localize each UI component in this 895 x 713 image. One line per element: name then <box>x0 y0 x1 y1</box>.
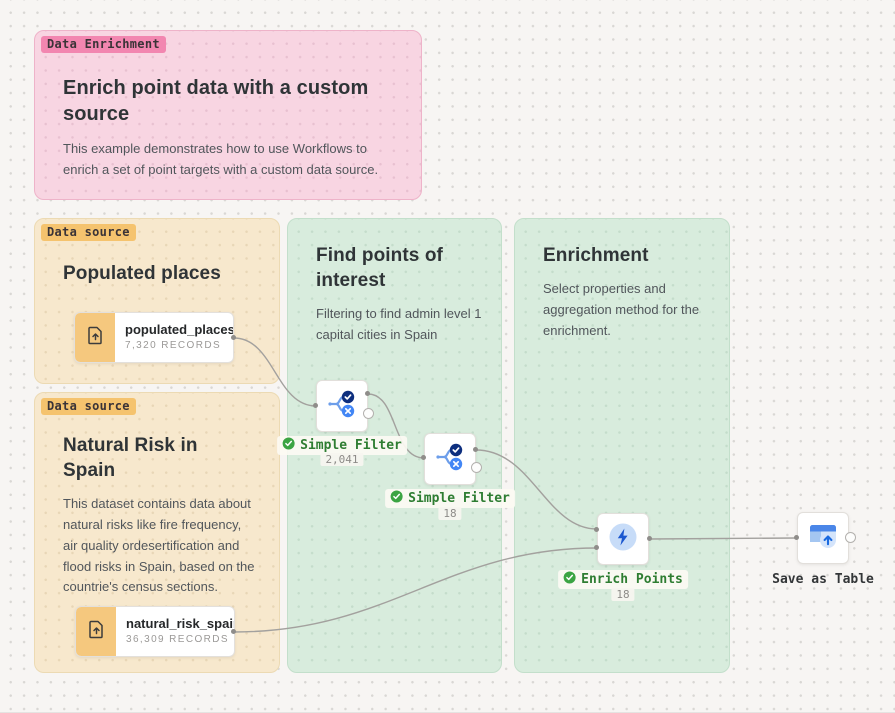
node-save-as-table[interactable] <box>797 512 849 564</box>
edge-enrich-points-to-save-table[interactable] <box>649 537 798 540</box>
node-label-text: Save as Table <box>772 572 874 587</box>
edge-natural-risk-to-enrich-points[interactable] <box>233 547 598 633</box>
node-simple-filter-1[interactable] <box>316 380 368 432</box>
check-circle-icon <box>563 571 576 588</box>
port-output-simple-filter-2-pass[interactable] <box>473 447 478 452</box>
note-title: Natural Risk in Spain <box>63 435 198 482</box>
edge-populated-places-to-filter1[interactable] <box>233 337 317 407</box>
port-input-enrich-points-top[interactable] <box>594 527 599 532</box>
node-source-populated-places[interactable]: populated_places 7,320 RECORDS <box>74 312 234 363</box>
edge-filter1-to-filter2[interactable] <box>367 393 425 459</box>
node-count-simple-filter-1: 2,041 <box>320 453 364 466</box>
port-output-simple-filter-1-pass[interactable] <box>365 391 370 396</box>
source-icon-strip <box>75 313 115 362</box>
note-title: Enrichment <box>543 245 649 266</box>
note-badge: Data source <box>41 224 136 241</box>
port-input-enrich-points-bottom[interactable] <box>594 545 599 550</box>
port-output-simple-filter-2-fail[interactable] <box>471 462 482 473</box>
filter-branch-icon <box>325 387 359 426</box>
port-output-enrich-points[interactable] <box>647 536 652 541</box>
table-upload-icon <box>807 521 839 556</box>
note-description: This example demonstrates how to use Wor… <box>63 140 379 177</box>
note-enrichment[interactable]: Enrichment Select properties and aggrega… <box>514 218 730 673</box>
check-circle-icon <box>282 437 295 454</box>
file-upload-icon <box>87 326 104 350</box>
node-label-simple-filter-2[interactable]: Simple Filter <box>385 489 515 508</box>
node-enrich-points[interactable] <box>597 513 649 565</box>
source-record-count: 7,320 RECORDS <box>125 340 222 351</box>
port-output-natural-risk-spain[interactable] <box>231 629 236 634</box>
node-label-text: Simple Filter <box>300 438 402 453</box>
port-output-save-as-table[interactable] <box>845 532 856 543</box>
check-circle-icon <box>390 490 403 507</box>
note-badge: Data Enrichment <box>41 36 166 53</box>
port-output-simple-filter-1-fail[interactable] <box>363 408 374 419</box>
note-badge: Data source <box>41 398 136 415</box>
node-label-enrich-points[interactable]: Enrich Points <box>558 570 688 589</box>
lightning-icon <box>608 522 638 557</box>
note-data-enrichment[interactable]: Data Enrichment Enrich point data with a… <box>34 30 422 200</box>
file-upload-icon <box>88 620 105 644</box>
note-description: Select properties and aggregation method… <box>543 281 700 338</box>
node-count-enrich-points: 18 <box>611 588 635 601</box>
port-output-populated-places[interactable] <box>231 335 236 340</box>
port-input-save-as-table[interactable] <box>794 535 799 540</box>
node-label-text: Enrich Points <box>581 572 683 587</box>
node-count-simple-filter-2: 18 <box>438 507 462 520</box>
source-icon-strip <box>76 607 116 656</box>
note-title: Populated places <box>63 263 221 284</box>
node-label-simple-filter-1[interactable]: Simple Filter <box>277 436 407 455</box>
note-title: Enrich point data with a custom source <box>63 77 369 126</box>
note-populated-places[interactable]: Data source Populated places <box>34 218 280 384</box>
port-input-simple-filter-1[interactable] <box>313 403 318 408</box>
filter-branch-icon <box>433 440 467 479</box>
source-record-count: 36,309 RECORDS <box>126 634 229 645</box>
source-table-name: natural_risk_spain <box>126 616 235 631</box>
source-table-name: populated_places <box>125 322 234 337</box>
note-title: Find points of interest <box>316 245 443 292</box>
port-input-simple-filter-2[interactable] <box>421 455 426 460</box>
edge-filter2-to-enrich-points[interactable] <box>475 449 598 530</box>
node-label-save-as-table[interactable]: Save as Table <box>767 571 879 588</box>
node-label-text: Simple Filter <box>408 491 510 506</box>
note-description: Filtering to find admin level 1 capital … <box>316 306 482 342</box>
note-description: This dataset contains data about natural… <box>63 496 255 595</box>
node-simple-filter-2[interactable] <box>424 433 476 485</box>
node-source-natural-risk-spain[interactable]: natural_risk_spain 36,309 RECORDS <box>75 606 235 657</box>
